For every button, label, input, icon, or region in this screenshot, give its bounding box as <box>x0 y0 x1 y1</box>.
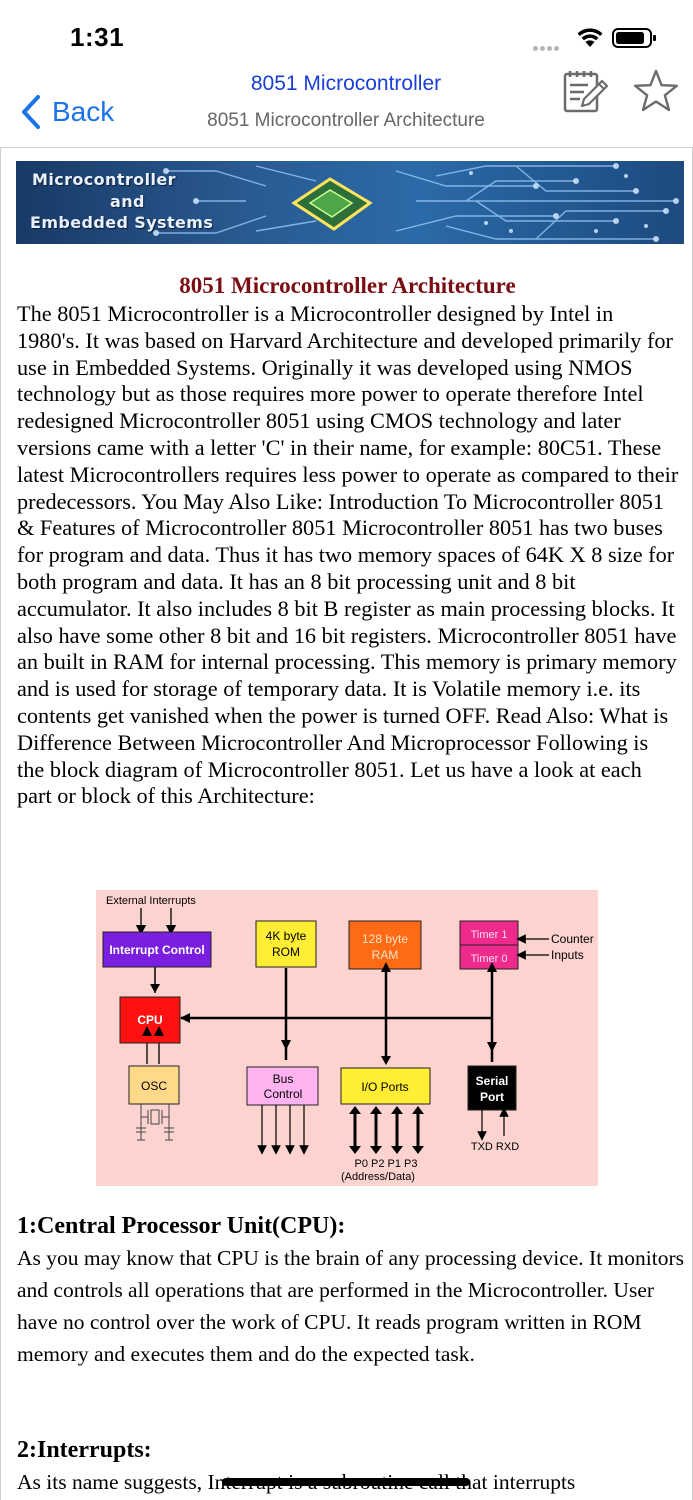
wifi-icon <box>577 28 603 47</box>
label-rom: ROM <box>272 945 300 959</box>
label-serial: Serial <box>476 1074 509 1088</box>
label-timer1: Timer 1 <box>471 929 508 941</box>
label-ram-size: 128 byte <box>362 932 408 946</box>
section-body-cpu: As you may know that CPU is the brain of… <box>17 1246 684 1366</box>
article-intro-paragraph: The 8051 Microcontroller is a Microcontr… <box>17 301 679 809</box>
banner-text-line3: Embedded Systems <box>30 213 214 232</box>
label-io-ports: I/O Ports <box>361 1080 408 1094</box>
label-txd-rxd: TXD RXD <box>471 1141 519 1153</box>
battery-icon <box>612 28 656 48</box>
circuit-pattern <box>153 163 679 242</box>
section-heading-interrupts: 2:Interrupts: <box>17 1437 152 1463</box>
status-bar: 1:31 <box>0 0 693 66</box>
banner-text-line1: Microcontroller <box>32 170 176 189</box>
notes-edit-icon[interactable] <box>562 68 608 114</box>
page-subtitle: 8051 Microcontroller Architecture <box>207 110 485 131</box>
label-counter: Counter <box>551 932 594 946</box>
label-timer0: Timer 0 <box>471 953 508 965</box>
chip-icon <box>291 177 373 231</box>
label-external-interrupts: External Interrupts <box>106 895 196 907</box>
favorite-star-icon[interactable] <box>632 68 680 114</box>
status-time: 1:31 <box>70 22 125 52</box>
header-banner-image: Microcontroller and Embedded Systems <box>16 161 684 244</box>
back-button[interactable]: Back <box>20 92 114 132</box>
label-bus-control: Control <box>264 1087 303 1101</box>
label-bus: Bus <box>273 1072 294 1086</box>
banner-text-line2: and <box>110 192 145 211</box>
navigation-bar: Back 8051 Microcontroller 8051 Microcont… <box>0 66 693 148</box>
section-heading-cpu: 1:Central Processor Unit(CPU): <box>17 1213 346 1239</box>
label-inputs: Inputs <box>551 948 584 962</box>
label-interrupt-control: Interrupt Control <box>109 943 204 957</box>
label-serial-port: Port <box>480 1090 504 1104</box>
label-address-data: (Address/Data) <box>341 1171 415 1183</box>
label-cpu: CPU <box>137 1013 162 1027</box>
label-rom-size: 4K byte <box>266 929 307 943</box>
block-diagram-image: External Interrupts Interrupt Control 4K… <box>96 890 598 1186</box>
chevron-left-icon <box>22 95 40 129</box>
article-title: 8051 Microcontroller Architecture <box>179 273 516 298</box>
home-indicator <box>222 1478 470 1486</box>
label-osc: OSC <box>141 1079 167 1093</box>
article-content[interactable]: Microcontroller and Embedded Systems 805… <box>0 148 693 1500</box>
back-label: Back <box>52 96 115 127</box>
cellular-signal-icon <box>533 38 569 51</box>
page-title: 8051 Microcontroller <box>250 72 442 95</box>
label-ram: RAM <box>372 948 399 962</box>
label-ports: P0 P2 P1 P3 <box>355 1158 418 1170</box>
